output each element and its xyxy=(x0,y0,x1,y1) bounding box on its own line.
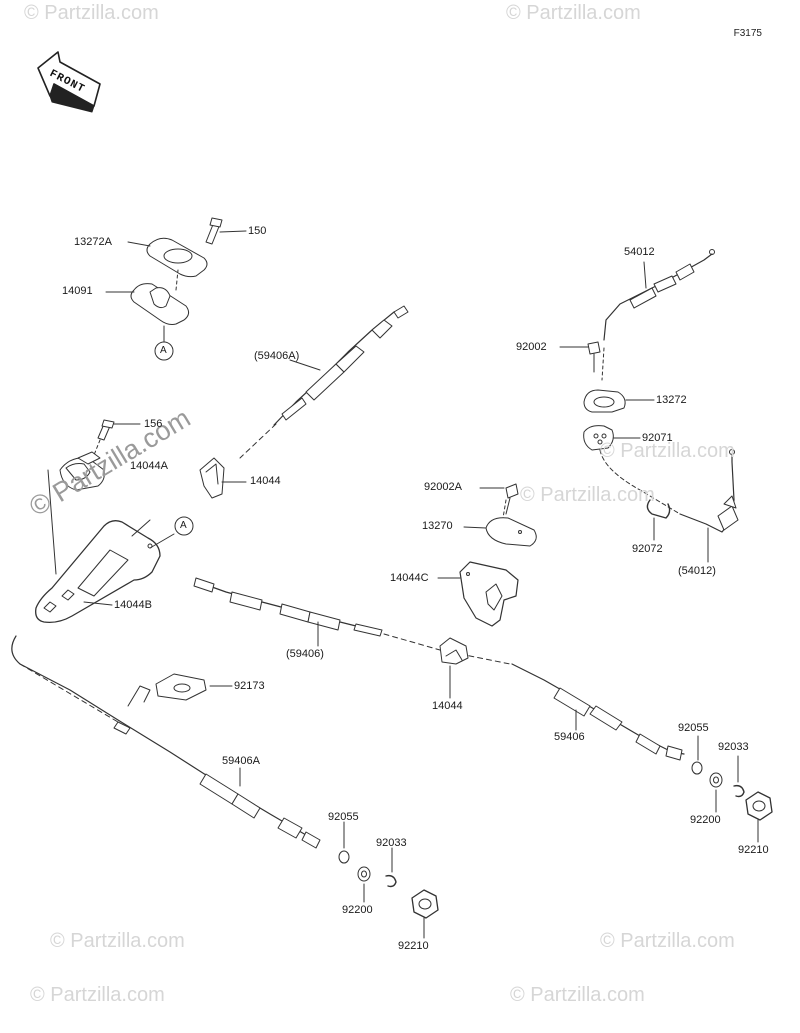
part-label-92210-right: 92210 xyxy=(738,844,769,856)
watermark-faint: © Partzilla.com xyxy=(24,2,159,24)
bolt-150-icon xyxy=(205,217,247,245)
nut-92210-left-icon xyxy=(411,889,439,939)
oring-92055-left-icon xyxy=(338,821,350,864)
mount-14091-icon xyxy=(105,269,190,345)
part-label-14044A: 14044A xyxy=(130,460,168,472)
part-label-92002: 92002 xyxy=(516,341,547,353)
part-label-14044C: 14044C xyxy=(390,572,429,584)
part-label-150: 150 xyxy=(248,225,267,237)
callout-a-top: A xyxy=(160,345,167,356)
part-label-13272A: 13272A xyxy=(74,236,112,248)
watermark-faint: © Partzilla.com xyxy=(600,440,735,462)
part-label-92033-left: 92033 xyxy=(376,837,407,849)
cable-59406A-upper-icon xyxy=(239,305,409,459)
part-label-92200-right: 92200 xyxy=(690,814,721,826)
part-label-92210-left: 92210 xyxy=(398,940,429,952)
part-label-92055-right: 92055 xyxy=(678,722,709,734)
clip-92033-right-icon xyxy=(733,755,745,798)
watermark-faint: © Partzilla.com xyxy=(520,484,655,506)
part-label-92033-right: 92033 xyxy=(718,741,749,753)
callout-a-top-circle xyxy=(154,341,174,361)
part-label-54012-paren: (54012) xyxy=(678,565,716,577)
watermark-faint: © Partzilla.com xyxy=(506,2,641,24)
cable-59406A-lower-icon xyxy=(11,635,321,849)
bracket-92173-icon xyxy=(127,673,233,707)
bracket-14044C-icon xyxy=(437,561,519,627)
part-label-14044-upper: 14044 xyxy=(250,475,281,487)
cable-54012-upper-icon xyxy=(601,249,715,381)
figure-code: F3175 xyxy=(733,28,762,39)
bracket-14044A-icon xyxy=(59,451,105,491)
part-label-59406: 59406 xyxy=(554,731,585,743)
part-label-14044B: 14044B xyxy=(114,599,152,611)
part-label-13272: 13272 xyxy=(656,394,687,406)
washer-92200-right-icon xyxy=(709,772,723,813)
watermark-faint: © Partzilla.com xyxy=(30,984,165,1006)
part-label-54012: 54012 xyxy=(624,246,655,258)
part-label-92002A: 92002A xyxy=(424,481,462,493)
part-label-92072: 92072 xyxy=(632,543,663,555)
plate-13272-icon xyxy=(583,389,655,413)
watermark-faint: © Partzilla.com xyxy=(600,930,735,952)
cable-59406-right-icon xyxy=(511,663,685,761)
cable-54012-lower-icon xyxy=(679,449,739,563)
callout-a-mid: A xyxy=(180,520,187,531)
watermark-faint: © Partzilla.com xyxy=(50,930,185,952)
watermark-faint: © Partzilla.com xyxy=(510,984,645,1006)
nut-92210-right-icon xyxy=(745,791,773,843)
part-label-59406-paren: (59406) xyxy=(286,648,324,660)
clip-92033-left-icon xyxy=(385,847,397,888)
clip-92072-icon xyxy=(646,499,671,541)
washer-92200-left-icon xyxy=(357,866,371,903)
front-arrow-icon xyxy=(37,51,101,113)
part-label-92200-left: 92200 xyxy=(342,904,373,916)
part-label-13270: 13270 xyxy=(422,520,453,532)
part-label-92173: 92173 xyxy=(234,680,265,692)
plate-13272A-icon xyxy=(127,237,208,278)
part-label-92055-left: 92055 xyxy=(328,811,359,823)
part-label-156: 156 xyxy=(144,418,163,430)
cable-59406-middle-icon xyxy=(193,577,511,665)
part-label-59406A: 59406A xyxy=(222,755,260,767)
bracket-14044B-icon xyxy=(35,469,175,624)
gasket-13270-icon xyxy=(463,517,537,547)
oring-92055-right-icon xyxy=(691,735,703,775)
bolt-92002-icon xyxy=(559,341,601,373)
clip-14044-lower-icon xyxy=(439,637,469,699)
grommet-92071-icon xyxy=(583,425,681,515)
part-label-14091: 14091 xyxy=(62,285,93,297)
part-label-14044-lower: 14044 xyxy=(432,700,463,712)
part-label-92071: 92071 xyxy=(642,432,673,444)
part-label-59406A-paren: (59406A) xyxy=(254,350,300,362)
callout-a-mid-circle xyxy=(174,516,194,536)
clip-14044-upper-icon xyxy=(199,457,247,499)
